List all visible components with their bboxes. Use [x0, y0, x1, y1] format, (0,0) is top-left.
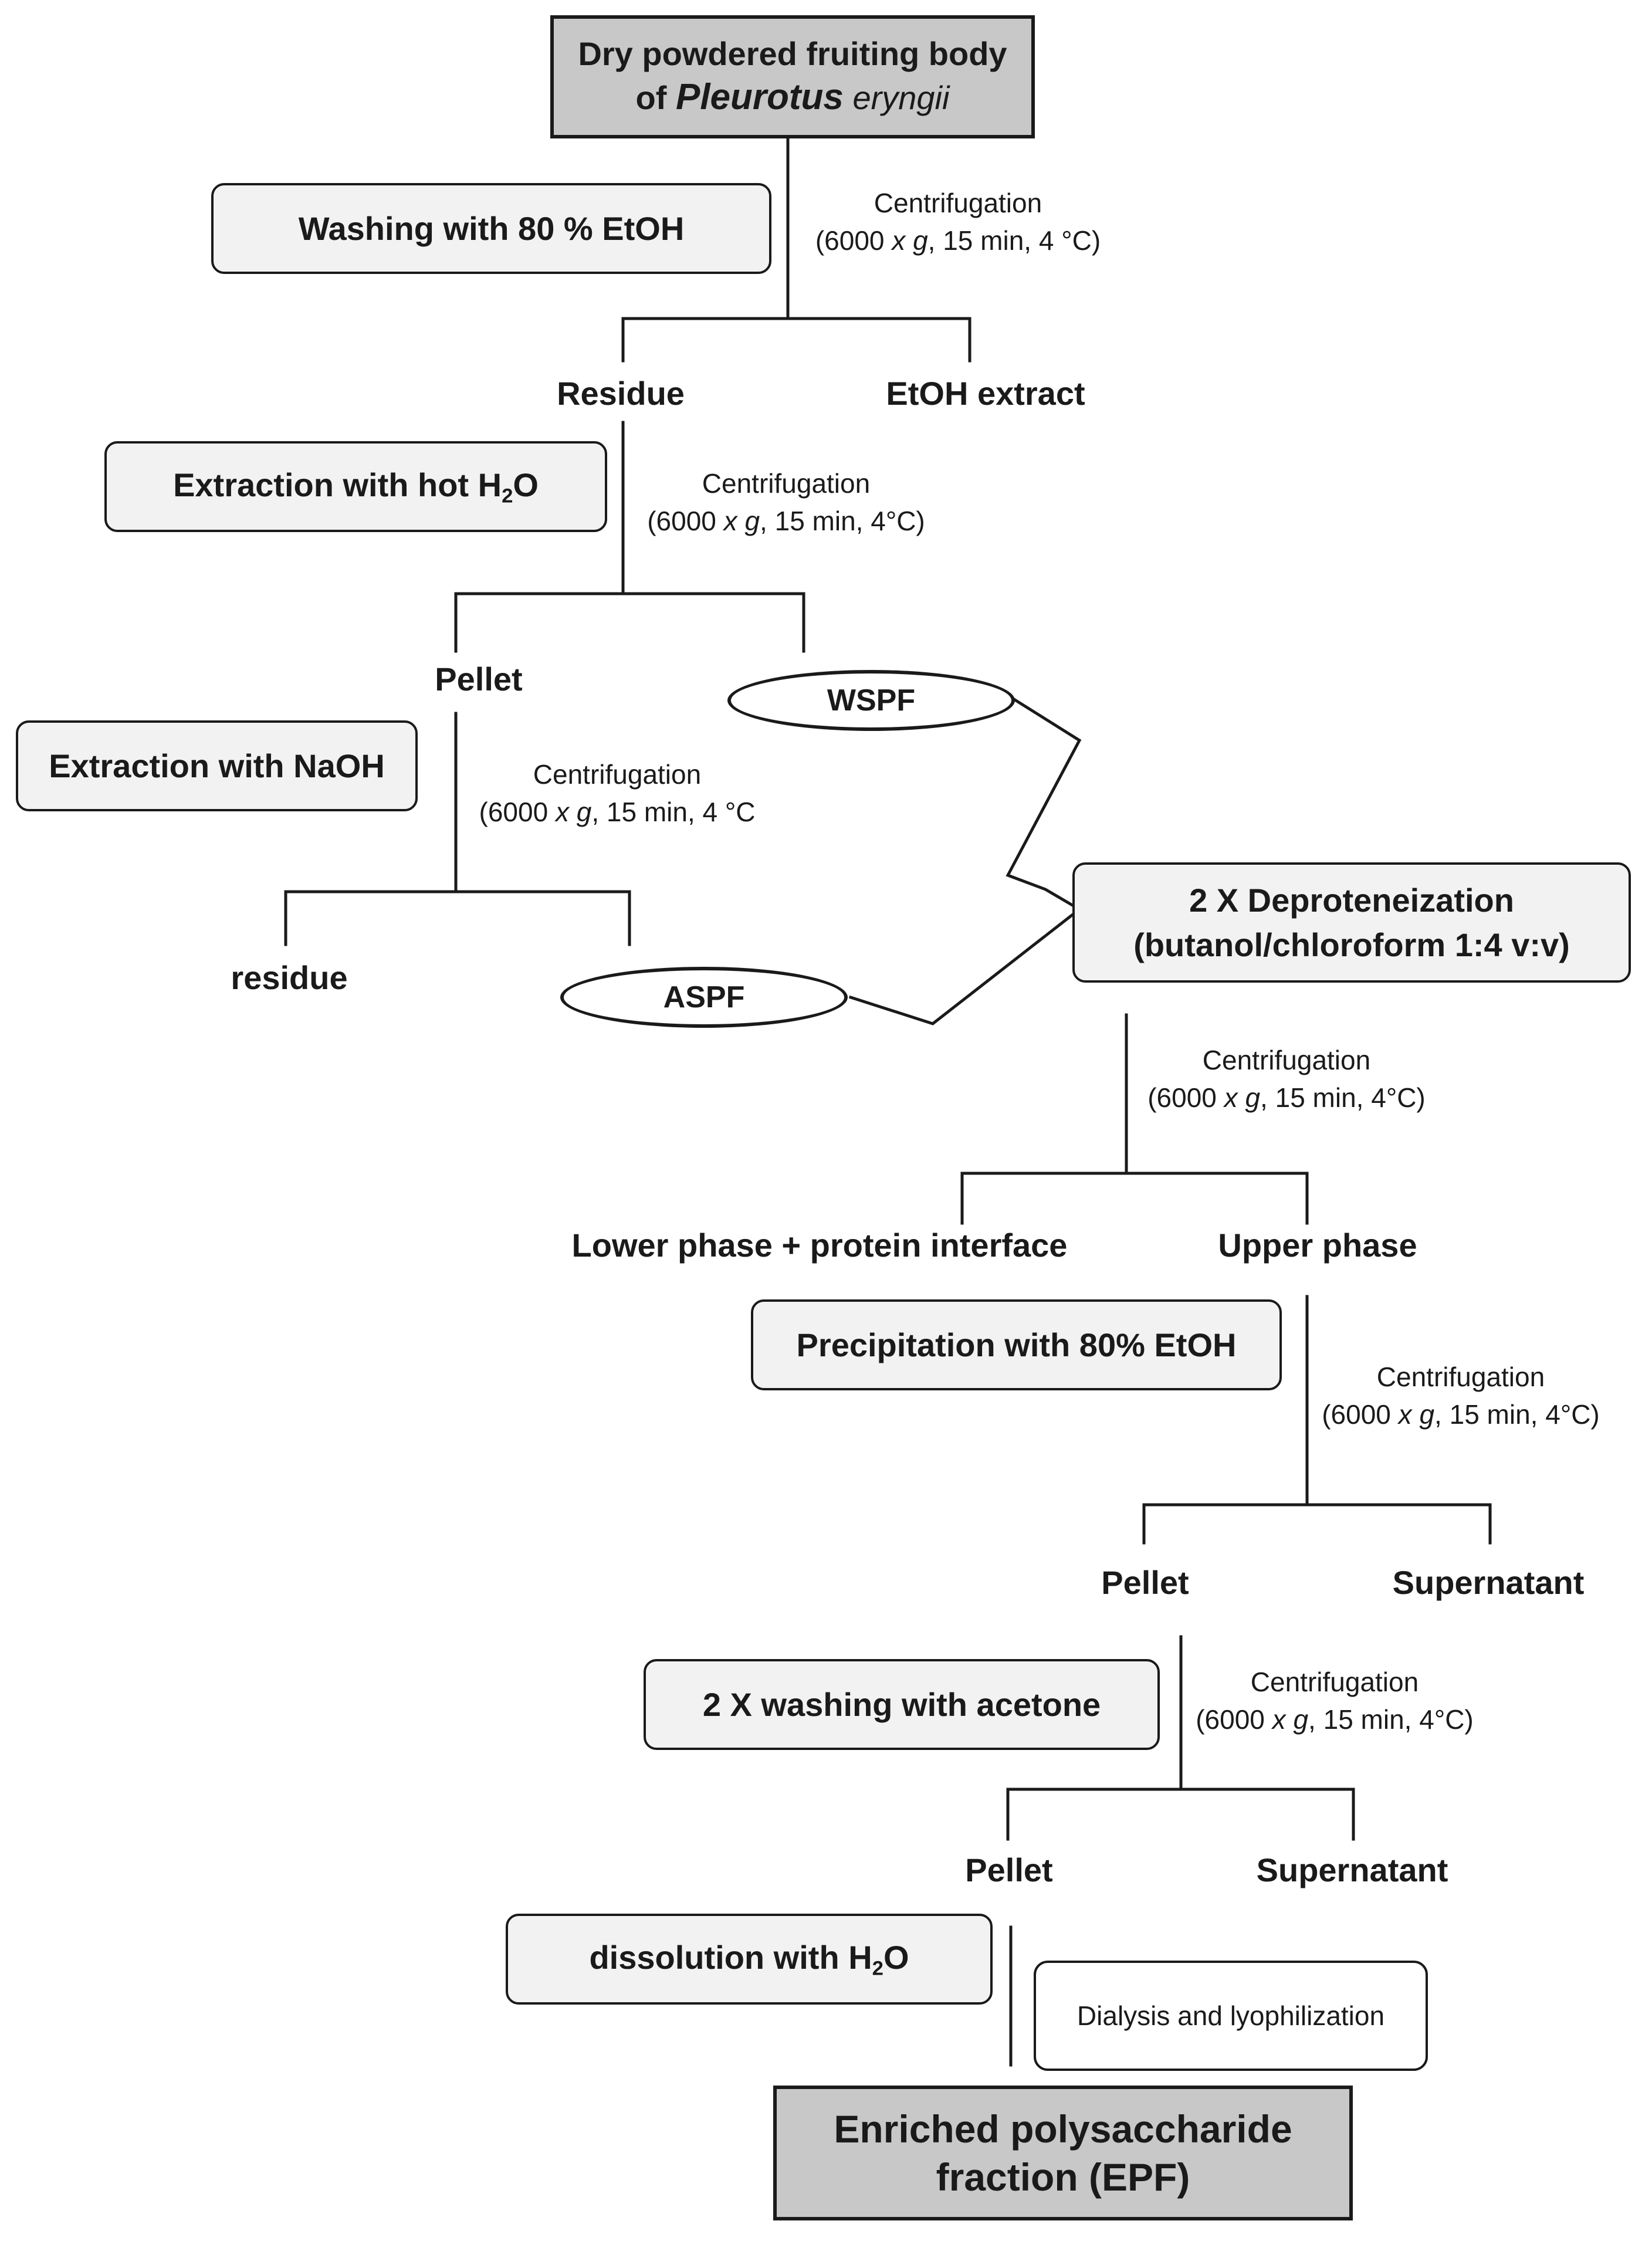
- precipitation-step: Precipitation with 80% EtOH: [751, 1299, 1282, 1390]
- deproteinization-step: 2 X Deproteneization (butanol/chloroform…: [1072, 862, 1631, 983]
- wspf-label: WSPF: [827, 683, 916, 717]
- start-genus: Pleurotus: [675, 77, 844, 118]
- dissolution-label: dissolution with H2O: [589, 1938, 909, 1980]
- start-species: eryngii: [852, 79, 950, 117]
- aspf-node: ASPF: [560, 967, 848, 1028]
- centrifugation-3-title: Centrifugation: [533, 759, 702, 790]
- centrifugation-6-params: (6000 x g, 15 min, 4°C): [1196, 1704, 1474, 1735]
- centrifugation-3: Centrifugation (6000 x g, 15 min, 4 °C: [479, 756, 756, 831]
- centrifugation-4-title: Centrifugation: [1202, 1045, 1371, 1075]
- centrifugation-2-params: (6000 x g, 15 min, 4°C): [647, 506, 925, 537]
- washing-etoh-label: Washing with 80 % EtOH: [298, 210, 685, 247]
- pellet-2: Pellet: [1101, 1564, 1189, 1601]
- centrifugation-3-params: (6000 x g, 15 min, 4 °C: [479, 797, 756, 828]
- start-line2: of Pleurotus eryngii: [636, 75, 950, 120]
- upper-phase: Upper phase: [1218, 1227, 1417, 1264]
- start-line1: Dry powdered fruiting body: [578, 35, 1007, 73]
- acetone-wash-step: 2 X washing with acetone: [644, 1659, 1160, 1750]
- start-node: Dry powdered fruiting body of Pleurotus …: [550, 15, 1035, 138]
- aspf-label: ASPF: [663, 980, 745, 1014]
- centrifugation-4-params: (6000 x g, 15 min, 4°C): [1147, 1082, 1426, 1113]
- final-line2: fraction (EPF): [936, 2155, 1190, 2199]
- hot-water-label: Extraction with hot H2O: [173, 466, 539, 507]
- centrifugation-6: Centrifugation (6000 x g, 15 min, 4°C): [1196, 1663, 1474, 1739]
- centrifugation-5: Centrifugation (6000 x g, 15 min, 4°C): [1322, 1358, 1600, 1434]
- residue-1: Residue: [557, 375, 685, 412]
- naoh-label: Extraction with NaOH: [49, 747, 385, 784]
- wspf-node: WSPF: [727, 670, 1015, 731]
- centrifugation-1-params: (6000 x g, 15 min, 4 °C): [815, 225, 1101, 256]
- dialysis-step: Dialysis and lyophilization: [1034, 1961, 1428, 2071]
- start-of-text: of: [635, 79, 667, 117]
- centrifugation-2-title: Centrifugation: [702, 468, 871, 499]
- pellet-1: Pellet: [435, 661, 523, 698]
- final-line1: Enriched polysaccharide: [834, 2107, 1292, 2151]
- precipitation-label: Precipitation with 80% EtOH: [796, 1326, 1237, 1363]
- etoh-extract: EtOH extract: [886, 375, 1085, 412]
- centrifugation-5-params: (6000 x g, 15 min, 4°C): [1322, 1399, 1600, 1430]
- centrifugation-5-title: Centrifugation: [1376, 1362, 1545, 1392]
- supernatant-2: Supernatant: [1256, 1851, 1448, 1888]
- pellet-3: Pellet: [965, 1851, 1053, 1888]
- deproteinization-line2: (butanol/chloroform 1:4 v:v): [1133, 926, 1570, 963]
- acetone-wash-label: 2 X washing with acetone: [702, 1686, 1101, 1723]
- centrifugation-2: Centrifugation (6000 x g, 15 min, 4°C): [647, 465, 925, 540]
- centrifugation-4: Centrifugation (6000 x g, 15 min, 4°C): [1147, 1041, 1426, 1117]
- centrifugation-6-title: Centrifugation: [1250, 1667, 1419, 1697]
- washing-etoh-step: Washing with 80 % EtOH: [211, 183, 771, 274]
- final-node: Enriched polysaccharide fraction (EPF): [773, 2086, 1353, 2220]
- deproteinization-line1: 2 X Deproteneization: [1189, 881, 1514, 919]
- dissolution-step: dissolution with H2O: [506, 1914, 993, 2005]
- centrifugation-1-title: Centrifugation: [874, 188, 1042, 218]
- residue-2: residue: [231, 959, 348, 996]
- supernatant-1: Supernatant: [1392, 1564, 1585, 1601]
- dialysis-label: Dialysis and lyophilization: [1076, 2000, 1385, 2031]
- naoh-extraction-step: Extraction with NaOH: [16, 720, 418, 811]
- centrifugation-1: Centrifugation (6000 x g, 15 min, 4 °C): [815, 184, 1101, 260]
- lower-phase: Lower phase + protein interface: [571, 1227, 1068, 1264]
- hot-water-extraction-step: Extraction with hot H2O: [104, 441, 607, 532]
